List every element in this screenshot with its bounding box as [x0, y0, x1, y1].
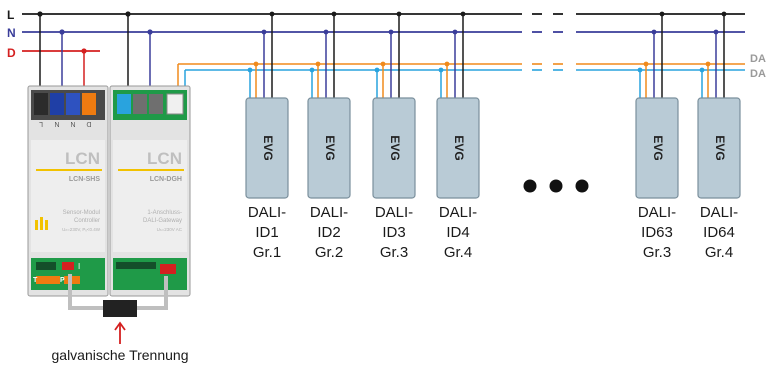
ballast-body — [436, 97, 480, 199]
terminal-label-2: N — [54, 120, 59, 127]
junction-dot — [331, 11, 337, 17]
module-drops — [39, 14, 186, 95]
sensor-icon — [35, 217, 48, 230]
ballast-group-text: Gr.1 — [253, 244, 281, 261]
junction-dot — [651, 29, 657, 35]
module-lcn-dgh: LCN LCN-DGH 1-Anschluss- DALI-Gateway Uₙ… — [109, 85, 191, 297]
ballast-group-text: Gr.3 — [643, 244, 671, 261]
junction-dot — [452, 29, 458, 35]
line-label-D: D — [7, 46, 16, 60]
junction-dot — [253, 61, 259, 67]
ballast-name-text: DALI- — [310, 204, 348, 221]
module-2-model: LCN-DGH — [150, 176, 182, 183]
ballast-id-text: ID64 — [703, 224, 735, 241]
junction-dots — [37, 11, 153, 54]
ballast-name-text: DALI- — [700, 204, 738, 221]
module-1-t-label: T — [33, 277, 38, 284]
line-label-L: L — [7, 8, 14, 22]
module-1-port-label: I — [78, 262, 80, 271]
module-1-desc-2: Controller — [74, 218, 100, 224]
ballast-group-text: Gr.2 — [315, 244, 343, 261]
ballast-group-text: Gr.3 — [380, 244, 408, 261]
ballast-label: EVG — [713, 135, 727, 160]
junction-dot — [309, 67, 315, 73]
module-2-brand: LCN — [147, 149, 182, 168]
junction-dot — [713, 29, 719, 35]
junction-dot — [315, 61, 321, 67]
line-label-DA2: DA — [750, 68, 766, 80]
ballast-id-text: ID2 — [317, 224, 340, 241]
module-1-model: LCN-SHS — [69, 176, 100, 183]
module-2-desc-2: DALI-Gateway — [143, 218, 182, 224]
module-1-rating: Uₙ=230V, Pᵥ<0.4W — [62, 227, 101, 232]
junction-dot — [460, 11, 466, 17]
line-label-DA1: DA — [750, 53, 766, 65]
junction-dot — [637, 67, 643, 73]
junction-dot — [643, 61, 649, 67]
junction-dot — [247, 67, 253, 73]
junction-dot — [659, 11, 665, 17]
ballast-body — [307, 97, 351, 199]
ballast-body — [697, 97, 741, 199]
module-1-desc-1: Sensor-Modul — [63, 210, 100, 216]
junction-dot — [705, 61, 711, 67]
ballast-label: EVG — [323, 135, 337, 160]
terminal-label-4: D — [86, 120, 91, 127]
ballast-group-text: Gr.4 — [705, 244, 733, 261]
module-1-p-label: P — [60, 277, 65, 284]
ballast-body — [372, 97, 416, 199]
junction-dot — [269, 11, 275, 17]
ballast-label: EVG — [261, 135, 275, 160]
ballast-label: EVG — [452, 135, 466, 160]
ballast-name-text: DALI- — [439, 204, 477, 221]
junction-dot — [721, 11, 727, 17]
terminal-label-1: L — [39, 120, 43, 127]
junction-dot — [388, 29, 394, 35]
junction-dot — [380, 61, 386, 67]
isolation-arrow — [114, 321, 126, 344]
ballast-group-text: Gr.4 — [444, 244, 472, 261]
module-lcn-shs: L N N D LCN LCN-SHS Sensor-Modul Control… — [27, 85, 109, 297]
module-2-rating: Uₙ=230V AC — [157, 227, 183, 232]
ballast-id-text: ID1 — [255, 224, 278, 241]
line-label-N: N — [7, 26, 16, 40]
junction-dot — [261, 29, 267, 35]
junction-dot — [699, 67, 705, 73]
ellipsis-dots — [523, 179, 589, 193]
junction-dot — [374, 67, 380, 73]
ballast-name-text: DALI- — [375, 204, 413, 221]
junction-dot — [323, 29, 329, 35]
ballast-label: EVG — [651, 135, 665, 160]
isolation-label: galvanische Trennung — [52, 347, 189, 363]
junction-dot — [396, 11, 402, 17]
isolation-cable — [68, 274, 168, 310]
ballast-id-text: ID63 — [641, 224, 673, 241]
ballast-name-text: DALI- — [248, 204, 286, 221]
ballast-id-text: ID4 — [446, 224, 469, 241]
ballast-body — [245, 97, 289, 199]
isolator-block — [103, 300, 137, 317]
ballast-name-text: DALI- — [638, 204, 676, 221]
junction-dot — [444, 61, 450, 67]
module-1-brand: LCN — [65, 149, 100, 168]
ballast-body — [635, 97, 679, 199]
ballast-id-text: ID3 — [382, 224, 405, 241]
junction-dot — [438, 67, 444, 73]
module-2-desc-1: 1-Anschluss- — [147, 210, 182, 216]
terminal-label-3: N — [70, 120, 75, 127]
ballast-label: EVG — [388, 135, 402, 160]
